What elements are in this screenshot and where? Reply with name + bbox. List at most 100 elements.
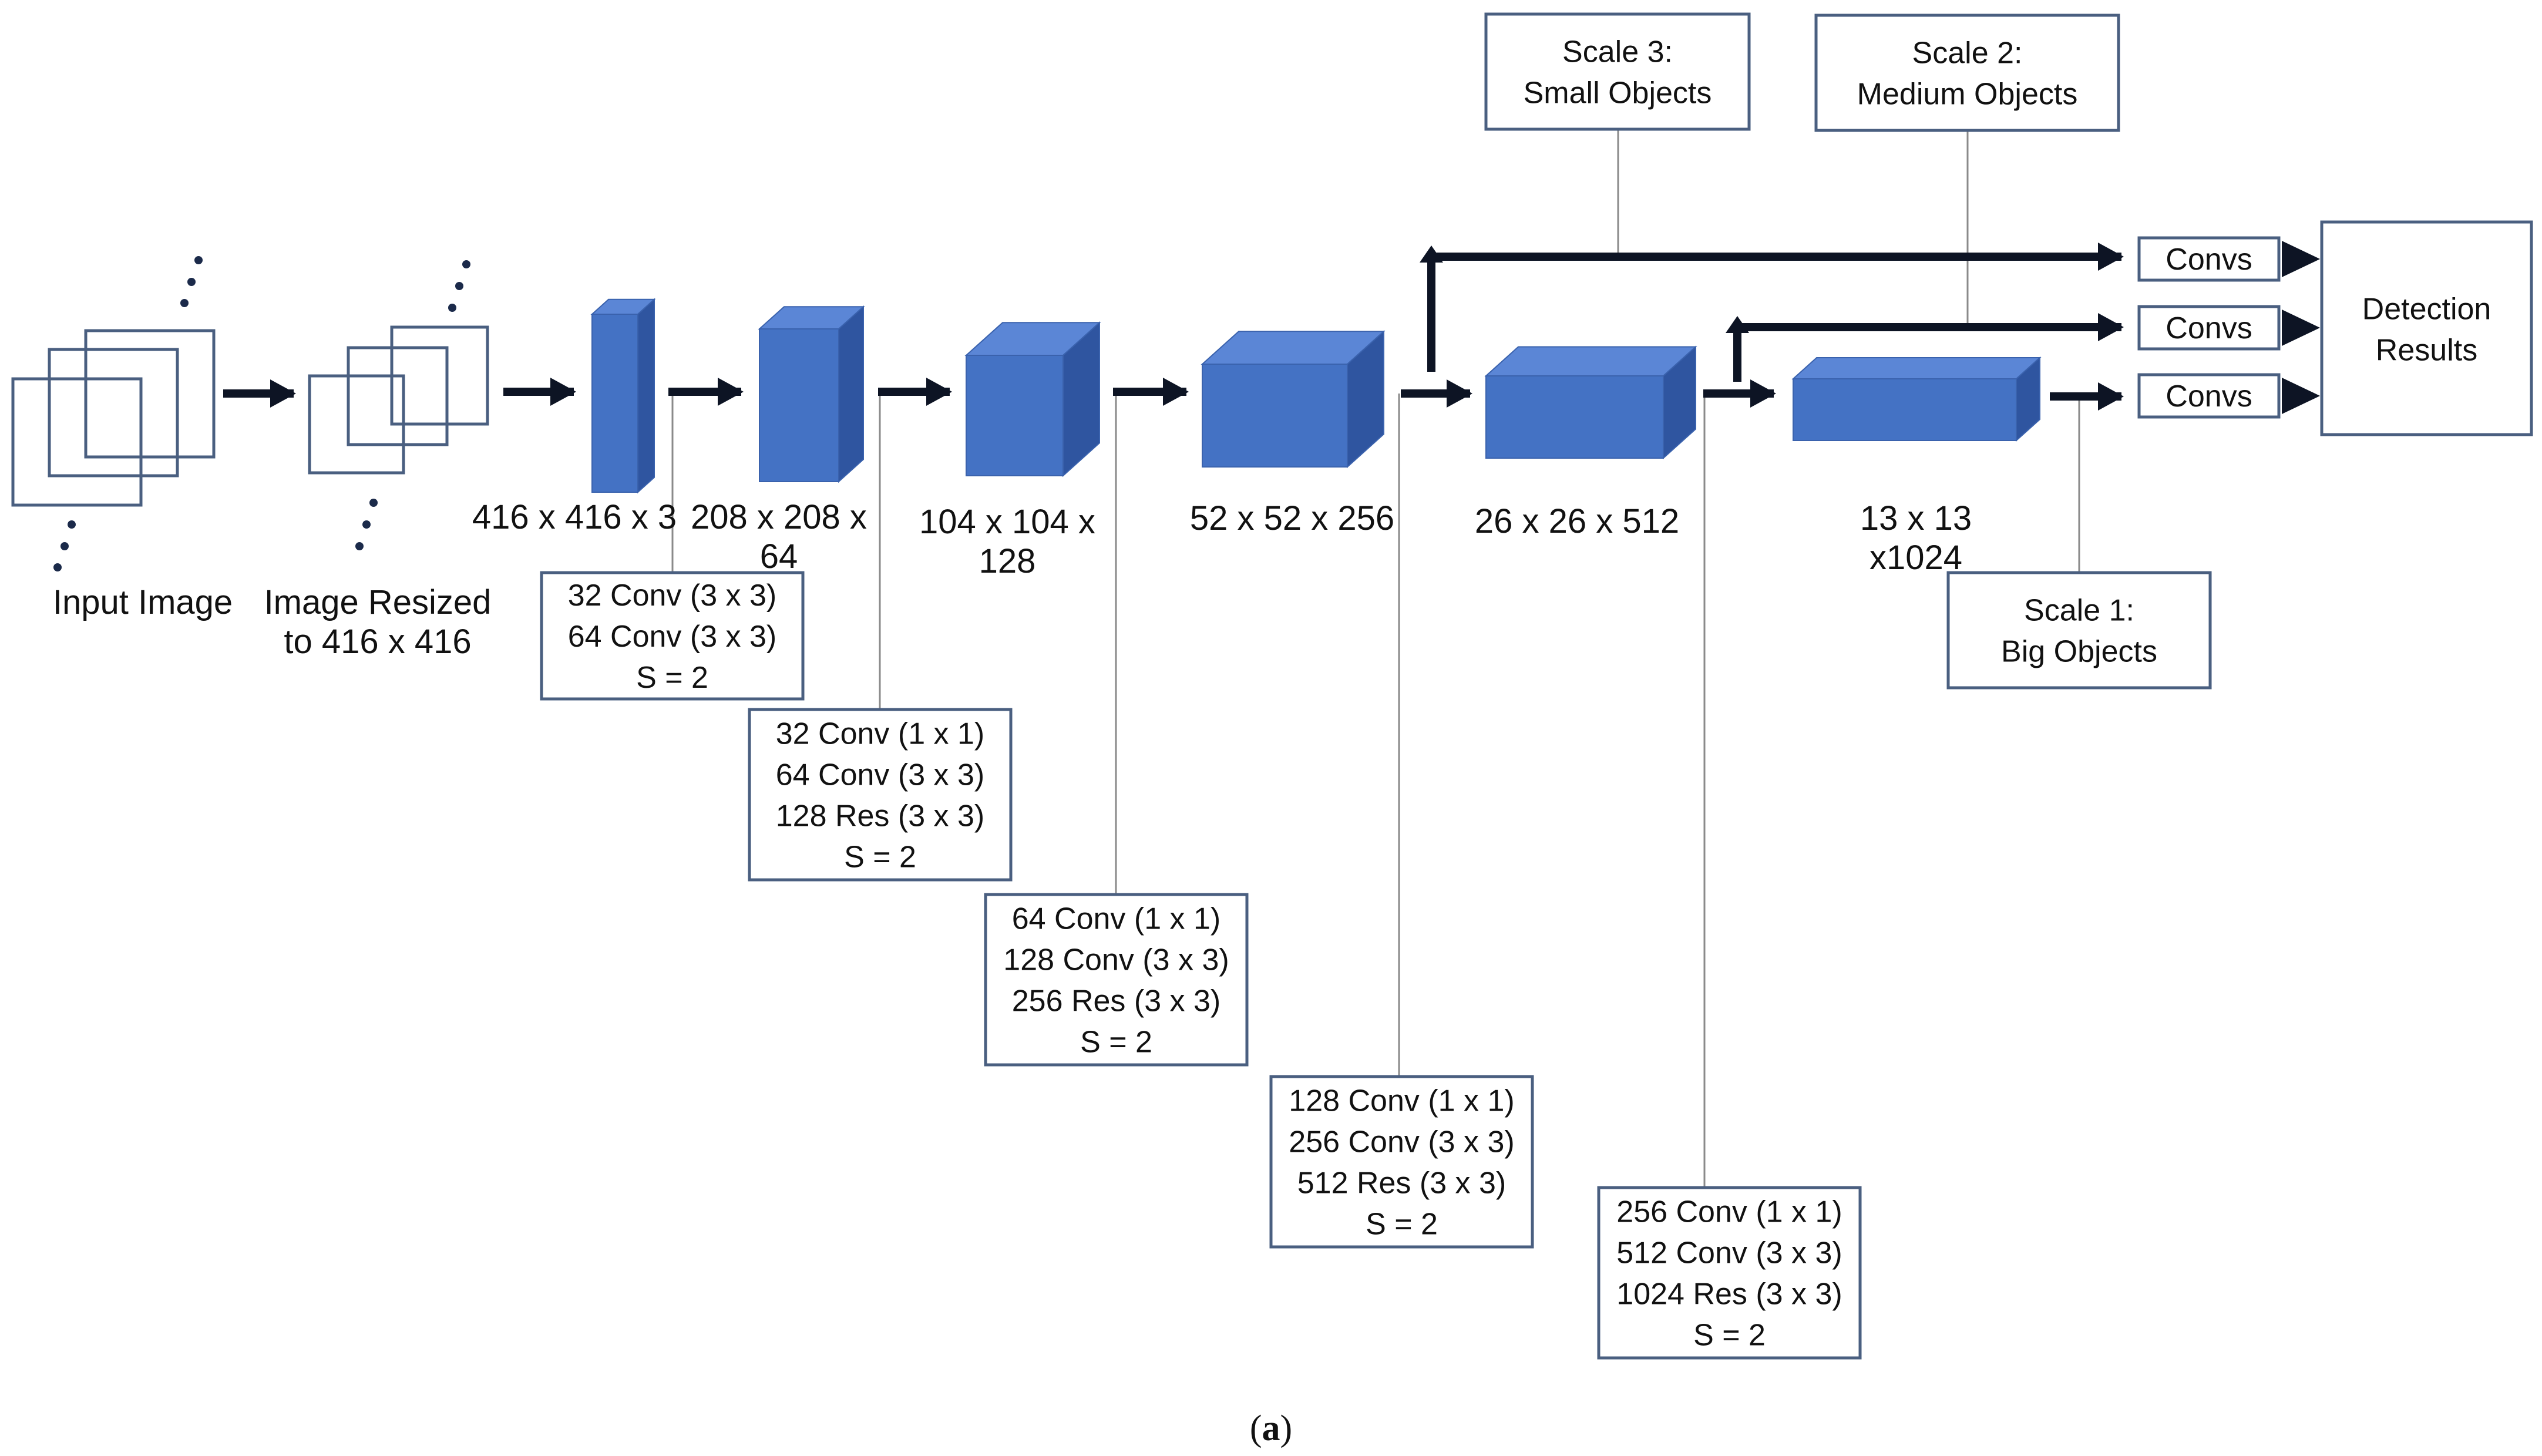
conv-box-c2: 32 Conv (1 x 1) 64 Conv (3 x 3) 128 Res (3… [748,708,1013,882]
dim-b6-line-2: x1024 [1869,539,1962,577]
feature-block-b2 [758,305,865,483]
block-front-face [966,355,1064,476]
scale-box-s1-line-1: Scale 1: [2024,594,2134,628]
convs-box-cv3: Convs [2137,373,2281,419]
feature-block-b1 [590,298,656,494]
conv-box-c3: 64 Conv (1 x 1) 128 Conv (3 x 3) 256 Res (… [984,893,1249,1067]
convs-box-frame [2137,373,2281,419]
resized-label-line-1: Image Resized [264,583,492,621]
resized-image-icon [308,325,489,475]
detection-results-box-line-1: Detection [2362,292,2491,326]
scale-box-s3: Scale 3: Small Objects [1484,12,1751,131]
conv-box-c5-line-3: 1024 Res (3 x 3) [1616,1277,1842,1312]
arrow-up-head-scale3 [1420,246,1443,263]
dim-b5-line-1: 26 x 26 x 512 [1475,502,1679,540]
conv-box-c2-frame [748,708,1013,882]
route-arrow-up-heads [1420,246,1749,333]
conv-box-c4-line-1: 128 Conv (1 x 1) [1289,1084,1514,1118]
conv-box-c3-line-2: 128 Conv (3 x 3) [1003,943,1229,977]
convs-box-frame [2137,305,2281,351]
dim-b6-line-1: 13 x 13 [1860,499,1972,537]
conv-box-c5-line-2: 512 Conv (3 x 3) [1616,1236,1842,1270]
conv-box-c3-line-1: 64 Conv (1 x 1) [1012,902,1221,936]
feature-map-blocks [590,298,2042,494]
input-image-icon [11,329,216,507]
block-front-face [591,314,638,493]
annotation-boxes: 32 Conv (3 x 3)64 Conv (3 x 3)S = 232 Co… [540,12,2533,1360]
block-front-face [1202,364,1348,468]
block-side-face [637,298,655,494]
conv-box-c5-frame [1597,1186,1862,1360]
scale-box-s3-line-2: Small Objects [1524,76,1712,110]
feature-block-b6 [1791,356,2042,442]
scale-box-s2-line-1: Scale 2: [1912,36,2023,70]
detection-results-box-frame [2320,220,2533,436]
conv-box-c1: 32 Conv (3 x 3) 64 Conv (3 x 3) S = 2 [540,571,805,701]
caption-open: ( [1250,1408,1262,1448]
feature-block-b5 [1484,345,1697,460]
detection-results-box-line-2: Results [2376,333,2477,367]
dim-b4-line-1: 52 x 52 x 256 [1190,499,1394,537]
conv-box-c2-line-3: 128 Res (3 x 3) [776,799,985,833]
caption-letter: a [1262,1408,1280,1448]
resized-ellipsis-dots [355,260,470,550]
scale-box-s3-frame [1484,12,1751,131]
conv-box-c3-line-3: 256 Res (3 x 3) [1012,984,1221,1018]
scale-box-s2-frame [1814,14,2120,132]
block-front-face [1793,378,2017,441]
conv-box-c1-line-1: 32 Conv (3 x 3) [568,579,777,613]
dim-b3-line-1: 104 x 104 x [919,503,1095,541]
conv-box-c5-line-1: 256 Conv (1 x 1) [1616,1195,1842,1229]
feature-block-b4 [1201,329,1386,469]
conv-box-c1-line-3: S = 2 [636,661,708,695]
input-ellipsis-dots [53,256,203,571]
conv-box-c3-frame [984,893,1249,1067]
scale-box-s2: Scale 2: Medium Objects [1814,14,2120,132]
caption-close: ) [1280,1408,1293,1448]
conv-box-c4-line-4: S = 2 [1366,1208,1438,1242]
conv-box-c2-line-4: S = 2 [844,840,916,875]
dim-b1-line-1: 416 x 416 x 3 [472,498,677,536]
scale-box-s1-line-2: Big Objects [2001,635,2157,669]
feature-block-b3 [964,321,1101,478]
connector-lines [671,129,2080,1186]
figure-caption: (a) [1250,1408,1292,1448]
block-dimension-labels: 416 x 416 x 3 208 x 208 x 64 104 x 104 x… [472,498,1972,580]
scale-box-s3-line-1: Scale 3: [1562,35,1673,69]
conv-box-c2-line-2: 64 Conv (3 x 3) [776,758,985,792]
dim-b2-line-2: 64 [760,537,798,576]
convs-box-cv1: Convs [2137,236,2281,282]
input-image-label-text: Input Image [53,583,233,621]
conv-box-c5-line-4: S = 2 [1693,1319,1766,1353]
arrow-up-head-scale2 [1726,316,1749,333]
convs-to-detection-arrows [2282,241,2320,414]
block-front-face [759,328,839,482]
conv-box-c4-line-2: 256 Conv (3 x 3) [1289,1125,1514,1159]
conv-box-c2-line-1: 32 Conv (1 x 1) [776,717,985,751]
convs-box-label: Convs [2166,311,2252,345]
triangle-convs-middle [2282,310,2320,346]
convs-box-label: Convs [2166,379,2252,413]
conv-box-c5: 256 Conv (1 x 1) 512 Conv (3 x 3) 1024 Res… [1597,1186,1862,1360]
input-image-label: Input Image [53,583,233,621]
convs-box-cv2: Convs [2137,305,2281,351]
conv-box-c1-line-2: 64 Conv (3 x 3) [568,620,777,654]
dim-b2-line-1: 208 x 208 x [691,498,867,536]
resized-image-label: Image Resized to 416 x 416 [264,583,492,661]
block-top-face [1791,357,2042,379]
triangle-convs-bottom [2282,378,2320,414]
convs-box-label: Convs [2166,243,2252,277]
conv-box-c3-line-4: S = 2 [1080,1025,1152,1060]
dim-b3-line-2: 128 [979,542,1036,580]
conv-box-c4-line-3: 512 Res (3 x 3) [1297,1166,1507,1201]
scale-box-s1: Scale 1: Big Objects [1946,571,2212,690]
resized-label-line-2: to 416 x 416 [284,623,471,661]
scale-box-s1-frame [1946,571,2212,690]
block-front-face [1485,375,1664,459]
block-top-face [1484,346,1697,376]
scale-box-s2-line-2: Medium Objects [1857,78,2078,112]
conv-box-c1-frame [540,571,805,701]
block-side-face [838,305,864,483]
